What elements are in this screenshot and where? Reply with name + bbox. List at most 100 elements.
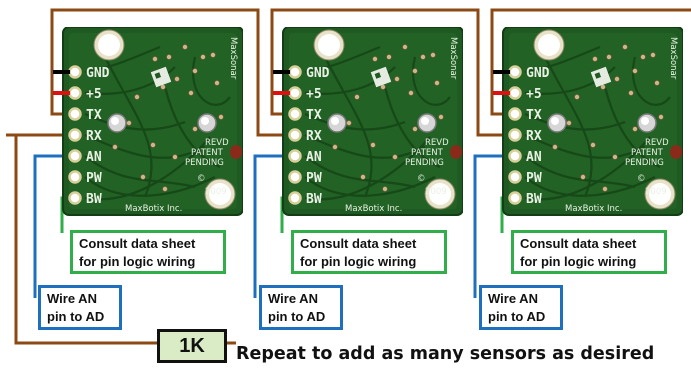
an-wire-3 xyxy=(473,154,515,298)
pin-label-plus5: +5 xyxy=(526,87,542,102)
pin-label-gnd: GND xyxy=(306,66,330,81)
pin-pad xyxy=(288,86,302,100)
pin-pad xyxy=(508,86,522,100)
pin-label-pw: PW xyxy=(526,171,542,186)
board-side-label: MaxSonar xyxy=(228,37,238,80)
pin-label-rx: RX xyxy=(526,129,542,144)
board-rev-text: REVD xyxy=(205,138,229,148)
input-wire-rx xyxy=(14,133,157,345)
wire-an-callout-line1: Wire AN xyxy=(268,291,318,306)
wire-an-callout-1: Wire AN pin to AD xyxy=(38,285,122,330)
pin-pad xyxy=(288,65,302,79)
pin-label-pw: PW xyxy=(86,171,102,186)
pin-label-gnd: GND xyxy=(86,66,110,81)
chain-wire-2-3 xyxy=(270,8,515,137)
pin-label-an: AN xyxy=(526,150,542,165)
pin-label-an: AN xyxy=(306,150,322,165)
wire-an-callout-line1: Wire AN xyxy=(47,291,97,306)
pin-label-an: AN xyxy=(86,150,102,165)
datasheet-callout-line2: for pin logic wiring xyxy=(79,254,196,269)
board-maker-text: MaxBotix Inc. xyxy=(565,204,622,214)
pin-label-bw: BW xyxy=(526,192,542,207)
mounting-hole xyxy=(538,34,560,56)
board-pending-text: PENDING xyxy=(405,158,444,168)
board-year-text: 2009 xyxy=(205,187,227,197)
pin-pad xyxy=(68,191,82,205)
datasheet-callout-line2: for pin logic wiring xyxy=(300,254,417,269)
pcb-traces xyxy=(84,45,231,201)
pin-pad xyxy=(508,65,522,79)
board-maker-text: MaxBotix Inc. xyxy=(125,204,182,214)
board-graphic: GND+5TXRXANPWBWREVDPATENTPENDING©2009Max… xyxy=(282,27,463,216)
pin-label-tx: TX xyxy=(86,108,102,123)
wire-an-callout-line2: pin to AD xyxy=(488,309,546,324)
pin-label-tx: TX xyxy=(306,108,322,123)
pin-label-rx: RX xyxy=(86,129,102,144)
mounting-hole xyxy=(209,183,231,205)
caption: Repeat to add as many sensors as desired xyxy=(236,344,655,364)
pcb-traces xyxy=(304,45,451,201)
screw-head xyxy=(331,117,339,125)
board-patent-text: PATENT xyxy=(191,148,224,158)
pin-pad xyxy=(68,86,82,100)
board-patent-text: PATENT xyxy=(631,148,664,158)
board-copyright-symbol: © xyxy=(637,174,646,184)
board-side-label: MaxSonar xyxy=(668,37,678,80)
pin-pad xyxy=(68,65,82,79)
an-wire-2 xyxy=(253,154,295,298)
pin-pad xyxy=(508,128,522,142)
board-copyright-symbol: © xyxy=(417,174,426,184)
screw-head xyxy=(201,117,209,125)
an-wire-1 xyxy=(33,154,75,298)
pin-pad xyxy=(68,149,82,163)
pin-label-gnd: GND xyxy=(526,66,550,81)
pin-pad xyxy=(288,128,302,142)
pin-label-tx: TX xyxy=(526,108,542,123)
resistor-1k: 1K xyxy=(157,329,227,363)
board-graphic: GND+5TXRXANPWBWREVDPATENTPENDING©2009Max… xyxy=(62,27,243,216)
pin-pad xyxy=(68,107,82,121)
pin-pad xyxy=(508,170,522,184)
mounting-hole xyxy=(649,183,671,205)
screw-head xyxy=(421,117,429,125)
datasheet-callout-line1: Consult data sheet xyxy=(79,236,196,251)
pcb-vias xyxy=(552,43,664,192)
pcb-vias xyxy=(112,43,224,192)
pin-pad xyxy=(508,149,522,163)
wire-an-callout-line2: pin to AD xyxy=(268,309,326,324)
screw-head xyxy=(111,117,119,125)
board-year-text: 2009 xyxy=(425,187,447,197)
board-pending-text: PENDING xyxy=(625,158,664,168)
chain-wire-1-2 xyxy=(50,8,295,137)
pin-pad xyxy=(68,128,82,142)
mounting-hole xyxy=(429,183,451,205)
board-rev-text: REVD xyxy=(645,138,669,148)
pin-label-bw: BW xyxy=(86,192,102,207)
pin-label-pw: PW xyxy=(306,171,322,186)
pin-pad xyxy=(288,191,302,205)
datasheet-callout-line1: Consult data sheet xyxy=(520,236,637,251)
pin-pad xyxy=(508,191,522,205)
board-rev-text: REVD xyxy=(425,138,449,148)
pin-label-rx: RX xyxy=(306,129,322,144)
pin-label-plus5: +5 xyxy=(86,87,102,102)
wire-an-callout-2: Wire AN pin to AD xyxy=(259,285,343,330)
pin-label-bw: BW xyxy=(306,192,322,207)
pin-pad xyxy=(288,170,302,184)
datasheet-callout-2: Consult data sheet for pin logic wiring xyxy=(291,230,447,274)
pin-pad xyxy=(288,107,302,121)
pin-pad xyxy=(288,149,302,163)
board-patent-text: PATENT xyxy=(411,148,444,158)
pin-pad xyxy=(68,170,82,184)
wire-an-callout-line1: Wire AN xyxy=(488,291,538,306)
board-maker-text: MaxBotix Inc. xyxy=(345,204,402,214)
mounting-hole xyxy=(318,34,340,56)
board-side-label: MaxSonar xyxy=(448,37,458,80)
datasheet-callout-line2: for pin logic wiring xyxy=(520,254,637,269)
mounting-hole xyxy=(98,34,120,56)
screw-head xyxy=(551,117,559,125)
pin-label-plus5: +5 xyxy=(306,87,322,102)
